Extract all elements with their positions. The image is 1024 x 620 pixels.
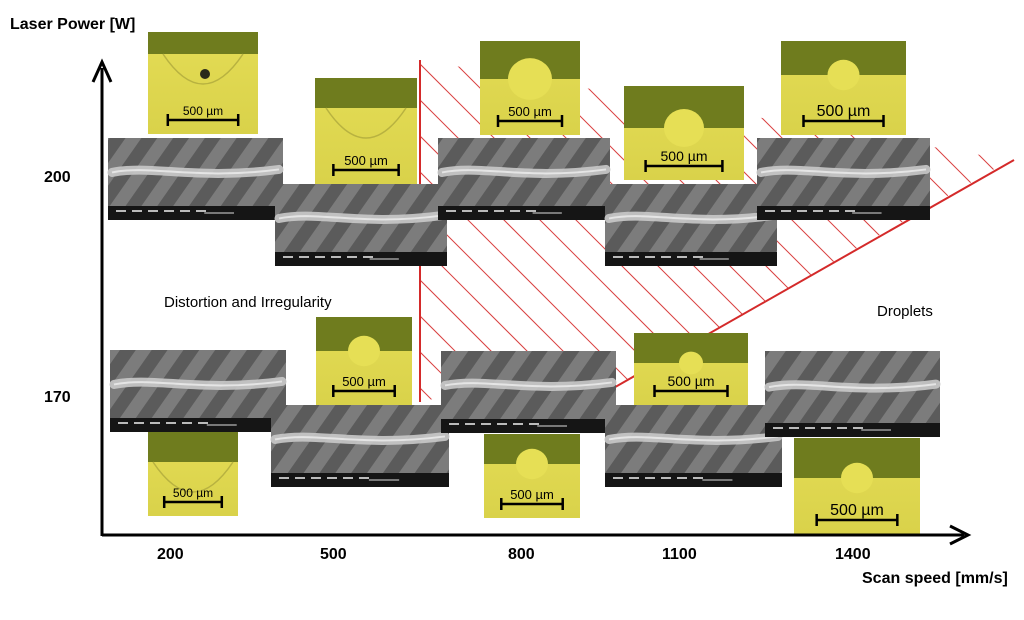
scale-bar-label: 500 µm xyxy=(342,374,386,389)
sem-200w-500mms xyxy=(274,184,448,266)
region-label-droplets: Droplets xyxy=(877,303,933,320)
x-tick-1100: 1100 xyxy=(662,546,697,563)
sem-170w-500mms xyxy=(270,405,450,487)
section-200w-800mms: 500 µm xyxy=(480,41,580,135)
y-tick-170: 170 xyxy=(44,389,71,406)
section-170w-800mms: 500 µm xyxy=(484,434,580,518)
x-tick-500: 500 xyxy=(320,546,347,563)
x-axis-title: Scan speed [mm/s] xyxy=(862,570,1008,587)
sem-200w-200mms xyxy=(107,138,284,220)
sem-170w-800mms xyxy=(440,351,617,433)
sem-170w-1400mms xyxy=(764,351,941,437)
y-axis-title: Laser Power [W] xyxy=(10,16,136,33)
section-170w-1100mms: 500 µm xyxy=(634,333,748,405)
scale-bar-label: 500 µm xyxy=(508,104,552,119)
section-200w-200mms: 500 µm xyxy=(148,32,258,134)
section-170w-500mms: 500 µm xyxy=(316,317,412,405)
scale-bar-label: 500 µm xyxy=(510,487,554,502)
sem-170w-1100mms xyxy=(604,405,783,487)
sem-200w-800mms xyxy=(437,138,611,220)
scale-bar-label: 500 µm xyxy=(661,148,708,164)
y-tick-200: 200 xyxy=(44,169,71,186)
y-axis xyxy=(91,58,113,536)
scale-bar-label: 500 µm xyxy=(173,486,213,500)
scale-bar-label: 500 µm xyxy=(344,153,388,168)
section-200w-1400mms: 500 µm xyxy=(781,41,906,135)
x-axis xyxy=(102,524,972,546)
section-200w-1100mms: 500 µm xyxy=(624,86,744,180)
sem-200w-1400mms xyxy=(756,138,931,220)
x-tick-800: 800 xyxy=(508,546,535,563)
x-tick-200: 200 xyxy=(157,546,184,563)
sem-200w-1100mms xyxy=(604,184,778,266)
section-170w-1400mms: 500 µm xyxy=(794,438,920,534)
x-tick-1400: 1400 xyxy=(835,546,871,563)
scale-bar-label: 500 µm xyxy=(830,502,884,519)
section-170w-200mms: 500 µm xyxy=(148,432,238,516)
scale-bar-label: 500 µm xyxy=(817,103,871,120)
section-200w-500mms: 500 µm xyxy=(315,78,417,184)
scale-bar-label: 500 µm xyxy=(668,373,715,389)
region-label-distortion: Distortion and Irregularity xyxy=(164,294,332,311)
sem-170w-200mms xyxy=(109,350,287,432)
scale-bar-label: 500 µm xyxy=(183,104,223,118)
